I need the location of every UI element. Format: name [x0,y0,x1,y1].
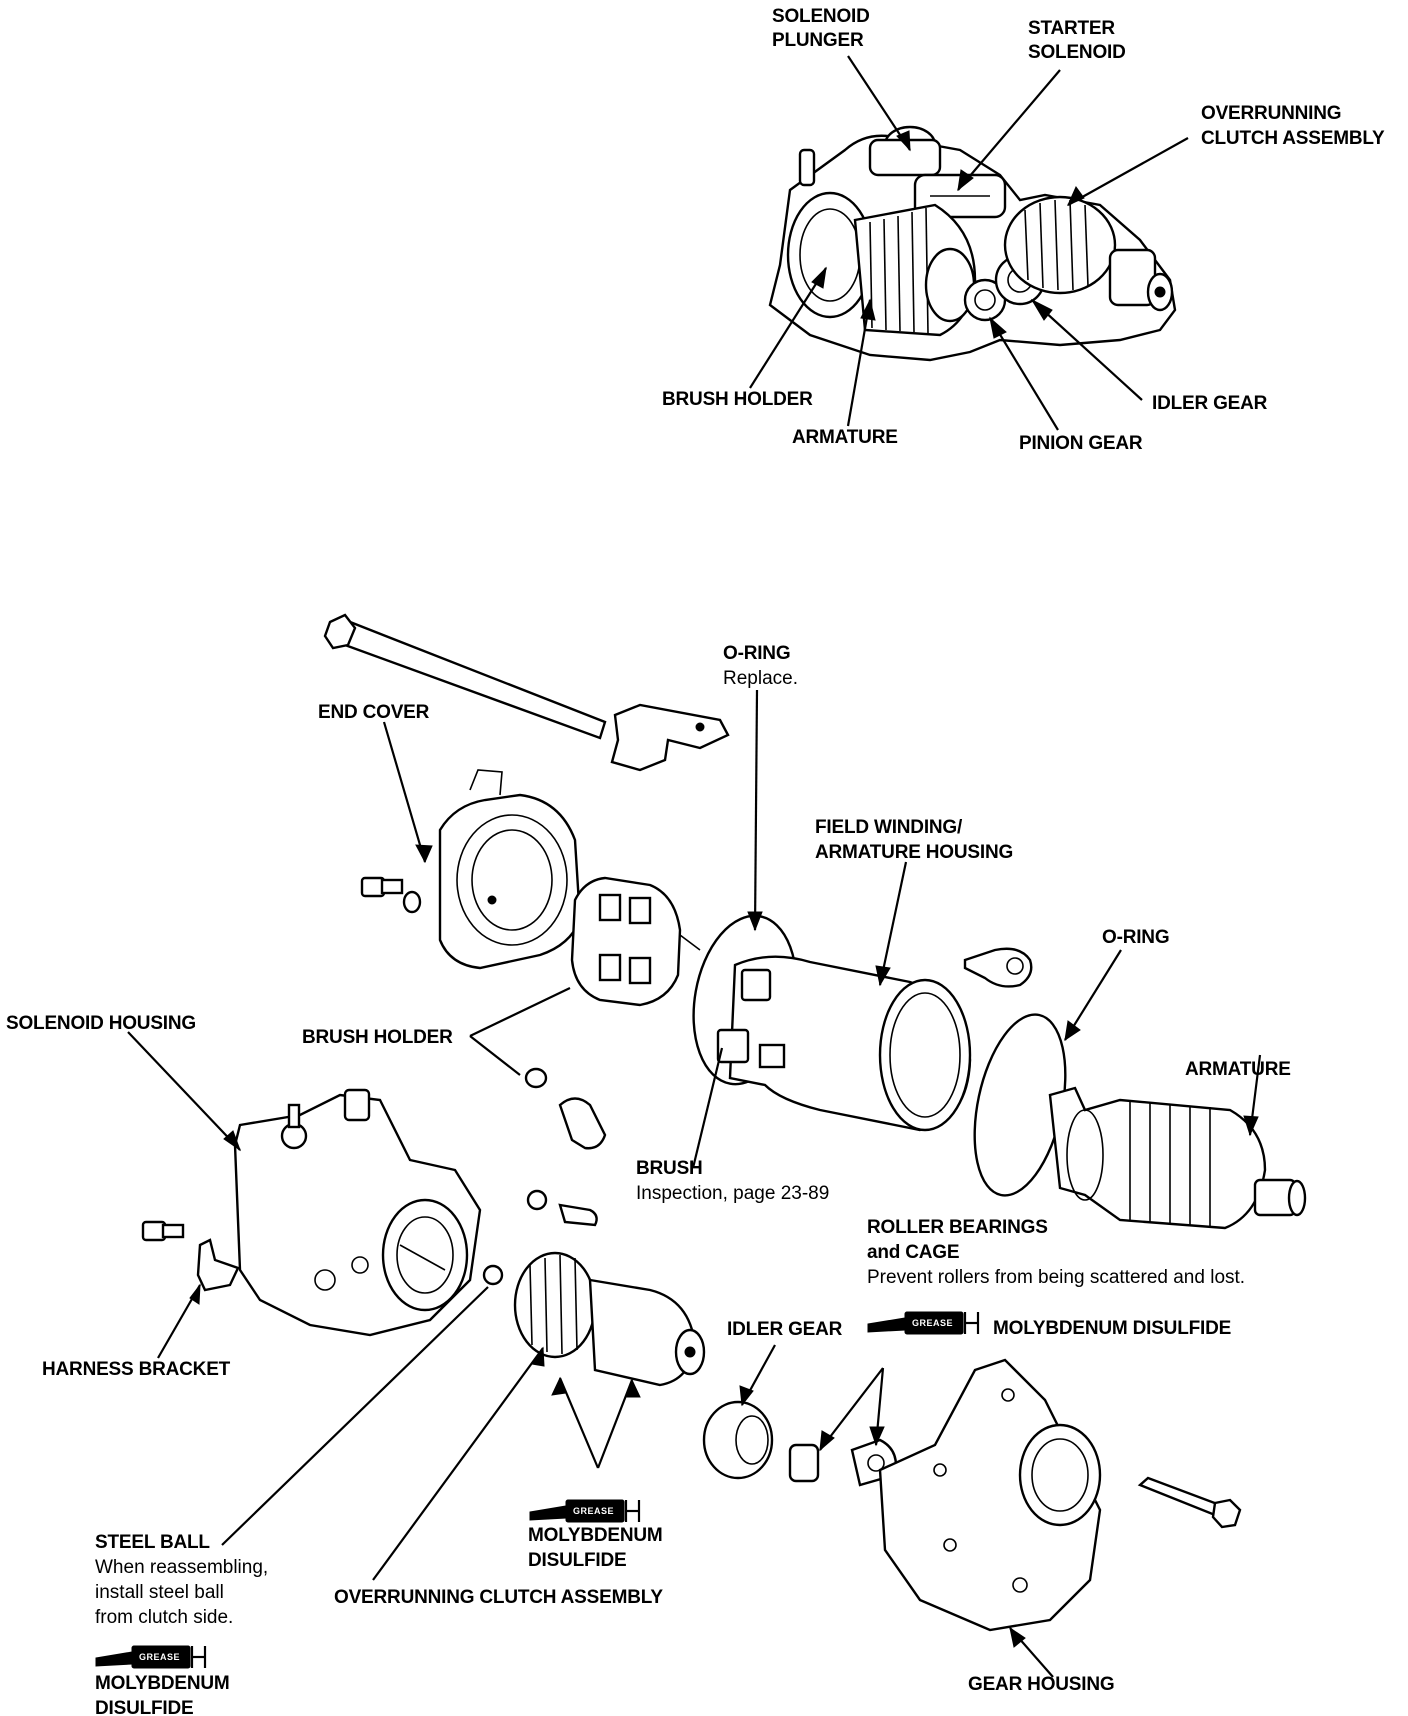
label-brush: BRUSH [636,1158,703,1179]
label-o-ring-right: O-RING [1102,927,1169,948]
label-roller-bearings-2: and CAGE [867,1242,959,1263]
overrunning-clutch [513,1251,706,1387]
grease-icon-mid: GREASE [529,1499,641,1523]
label-moly-right: MOLYBDENUM DISULFIDE [993,1318,1231,1339]
label-solenoid-housing: SOLENOID HOUSING [6,1013,196,1034]
label-idler-gear: IDLER GEAR [727,1319,843,1340]
label-solenoid-plunger-2: PLUNGER [772,30,864,51]
label-field-winding-1: FIELD WINDING/ [815,817,963,838]
label-pinion-gear-top: PINION GEAR [1019,433,1143,454]
label-roller-bearings-1: ROLLER BEARINGS [867,1217,1048,1238]
label-overrunning-clutch: OVERRUNNING CLUTCH ASSEMBLY [334,1587,663,1608]
grease-icon-right: GREASE [867,1311,980,1335]
label-overrunning-clutch-2: CLUTCH ASSEMBLY [1201,128,1385,149]
note-brush-inspection: Inspection, page 23-89 [636,1183,829,1204]
solenoid-housing-screw [526,1189,598,1227]
end-cover-screw [360,876,422,914]
grease-tag-mid: GREASE [573,1506,614,1516]
harness-bracket [141,1220,240,1292]
exploded-leader-lines [127,689,1262,1678]
label-moly-mid-1: MOLYBDENUM [528,1525,663,1546]
label-starter-solenoid-2: SOLENOID [1028,42,1126,63]
solenoid-housing [233,1088,482,1337]
label-steel-ball: STEEL BALL [95,1532,210,1553]
label-solenoid-plunger-1: SOLENOID [772,6,870,27]
note-o-ring-replace: Replace. [723,668,798,689]
grease-icon-left: GREASE [95,1645,207,1669]
brush-holder [570,876,701,1007]
label-moly-mid-2: DISULFIDE [528,1550,626,1571]
label-o-ring-top: O-RING [723,643,790,664]
eye-terminal [963,947,1033,988]
assembled-starter-illustration [768,125,1177,362]
label-idler-gear-top: IDLER GEAR [1152,393,1268,414]
end-cover [438,769,582,970]
note-steel-ball-2: install steel ball [95,1582,224,1603]
top-leader-lines [749,55,1189,431]
label-starter-solenoid-1: STARTER [1028,18,1115,39]
label-armature: ARMATURE [1185,1059,1291,1080]
gear-housing [878,1358,1102,1632]
label-overrunning-clutch-1: OVERRUNNING [1201,103,1341,124]
label-moly-left-1: MOLYBDENUM [95,1673,230,1694]
brush-holder-screw [524,1067,607,1150]
label-field-winding-2: ARMATURE HOUSING [815,842,1013,863]
idler-gear [702,1400,774,1480]
exploded-starter-illustration [141,613,1307,1632]
note-steel-ball-3: from clutch side. [95,1607,233,1628]
top-labels: SOLENOID PLUNGER STARTER SOLENOID OVERRU… [662,6,1385,454]
label-gear-housing: GEAR HOUSING [968,1674,1114,1695]
label-armature-top: ARMATURE [792,427,898,448]
label-brush-holder-top: BRUSH HOLDER [662,389,813,410]
gear-housing-bolt [1137,1476,1242,1529]
through-bolt [323,613,607,740]
steel-ball [482,1264,504,1286]
note-steel-ball-1: When reassembling, [95,1557,268,1578]
field-winding-housing [716,955,972,1132]
label-moly-left-2: DISULFIDE [95,1698,193,1716]
grease-tag-right: GREASE [912,1318,953,1328]
arrow-heads [189,130,1259,1648]
exploded-labels: O-RING Replace. END COVER FIELD WINDING/… [6,643,1291,1716]
grease-tag-left: GREASE [139,1652,180,1662]
note-roller-bearings: Prevent rollers from being scattered and… [867,1267,1245,1288]
label-end-cover: END COVER [318,702,430,723]
label-brush-holder: BRUSH HOLDER [302,1027,453,1048]
armature [1048,1086,1307,1230]
label-harness-bracket: HARNESS BRACKET [42,1359,231,1380]
